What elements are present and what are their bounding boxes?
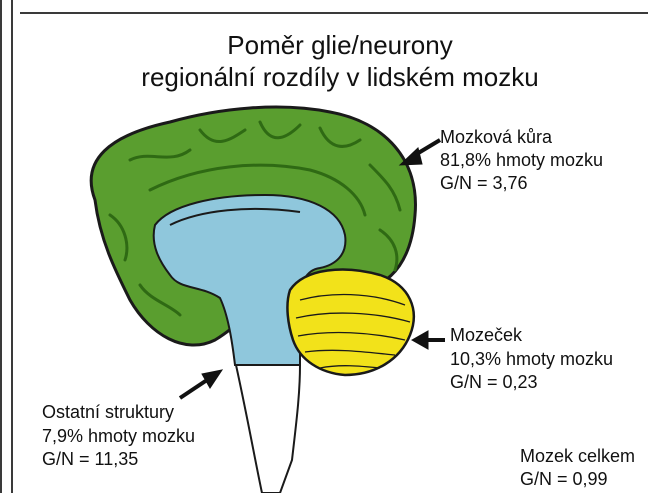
cerebellum-ratio: G/N = 0,23	[450, 372, 538, 393]
total-ratio: G/N = 0,99	[520, 469, 608, 490]
other-mass: 7,9% hmoty mozku	[42, 426, 195, 447]
other-label: Ostatní struktury	[42, 402, 174, 423]
total-label: Mozek celkem	[520, 446, 635, 467]
cortex-label: Mozková kůra	[440, 127, 552, 148]
cortex-mass: 81,8% hmoty mozku	[440, 150, 603, 171]
brainstem	[236, 365, 300, 493]
other-ratio: G/N = 11,35	[42, 449, 138, 470]
cerebellum	[287, 270, 413, 375]
cortex-ratio: G/N = 3,76	[440, 173, 528, 194]
cerebellum-label: Mozeček	[450, 325, 522, 346]
cerebellum-mass: 10,3% hmoty mozku	[450, 349, 613, 370]
